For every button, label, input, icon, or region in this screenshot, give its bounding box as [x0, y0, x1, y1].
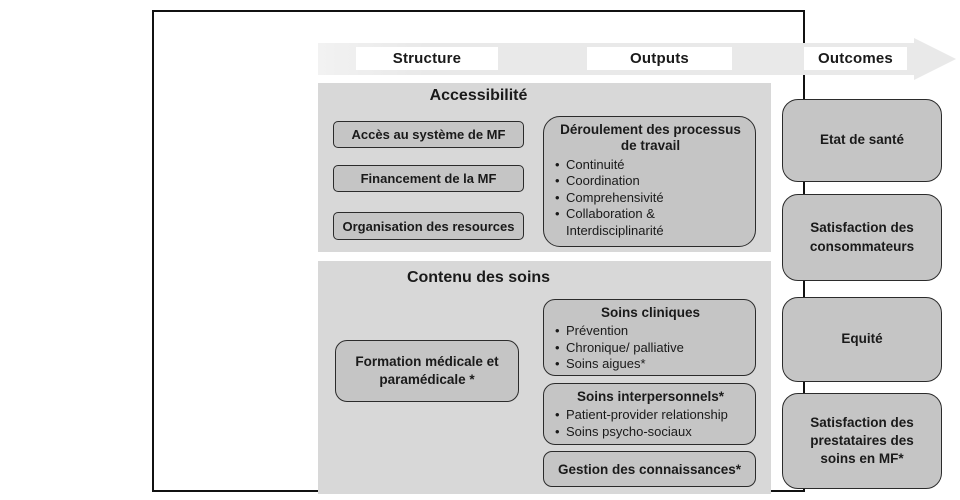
- panel-title-contenu-des-soins: Contenu des soins: [406, 269, 551, 286]
- soins-cliniques-bullet-list: Prévention Chronique/ palliative Soins a…: [554, 323, 747, 373]
- box-gestion-connaissances: Gestion des connaissances*: [543, 451, 756, 487]
- bullet-item: Soins psycho-sociaux: [554, 424, 747, 441]
- flow-arrow-head-icon: [914, 38, 956, 80]
- box-financement-mf: Financement de la MF: [333, 165, 524, 192]
- bullet-item: Patient-provider relationship: [554, 407, 747, 424]
- bullet-item: Prévention: [554, 323, 747, 340]
- outcome-box-satisfaction-prestataires: Satisfaction des prestataires des soins …: [782, 393, 942, 489]
- deroulement-bullet-list: Continuité Coordination Comprehensivité …: [554, 157, 747, 240]
- stage-label-structure: Structure: [356, 47, 498, 70]
- diagram-frame: Structure Outputs Outcomes Accessibilité…: [152, 10, 956, 494]
- stage-label-outcomes: Outcomes: [804, 47, 907, 70]
- box-organisation-resources: Organisation des resources: [333, 212, 524, 240]
- box-soins-interpersonnels: Soins interpersonnels* Patient-provider …: [543, 383, 756, 445]
- panel-title-accessibilite: Accessibilité: [429, 87, 528, 104]
- box-formation-medicale: Formation médicale et paramédicale *: [335, 340, 519, 402]
- bullet-item: Chronique/ palliative: [554, 340, 747, 357]
- outcome-box-etat-de-sante: Etat de santé: [782, 99, 942, 182]
- outcome-box-equite: Equité: [782, 297, 942, 382]
- stage-label-outputs: Outputs: [587, 47, 732, 70]
- bullet-item: Continuité: [554, 157, 747, 174]
- box-deroulement-title: Déroulement des processus de travail: [560, 122, 741, 154]
- box-soins-interpersonnels-title: Soins interpersonnels*: [576, 389, 725, 404]
- outcome-box-satisfaction-consommateurs: Satisfaction des consommateurs: [782, 194, 942, 281]
- box-soins-cliniques-title: Soins cliniques: [600, 305, 701, 320]
- bullet-item: Collaboration & Interdisciplinarité: [554, 206, 747, 239]
- bullet-item: Coordination: [554, 173, 747, 190]
- box-deroulement-processus: Déroulement des processus de travail Con…: [543, 116, 756, 247]
- bullet-item: Comprehensivité: [554, 190, 747, 207]
- bullet-item: Soins aigues*: [554, 356, 747, 373]
- soins-interpersonnels-bullet-list: Patient-provider relationship Soins psyc…: [554, 407, 747, 440]
- box-acces-systeme-mf: Accès au système de MF: [333, 121, 524, 148]
- box-soins-cliniques: Soins cliniques Prévention Chronique/ pa…: [543, 299, 756, 376]
